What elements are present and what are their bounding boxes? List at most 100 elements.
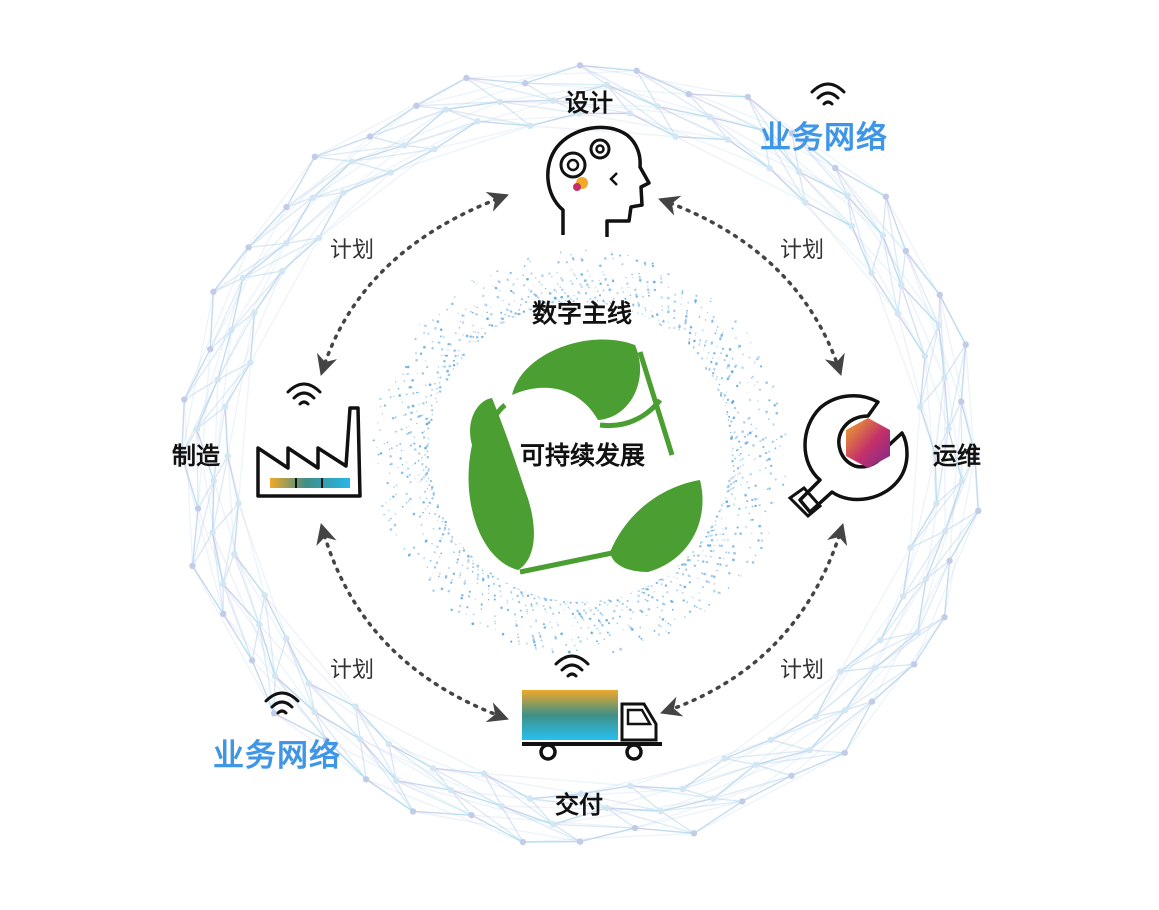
halo-particle (398, 388, 400, 390)
halo-particle (587, 270, 589, 272)
halo-particle (731, 460, 733, 462)
halo-particle (422, 512, 424, 514)
halo-particle (421, 478, 423, 480)
halo-particle (709, 368, 711, 370)
halo-particle (755, 554, 757, 556)
mesh-node (431, 146, 437, 152)
halo-particle (668, 287, 669, 288)
mesh-node (261, 592, 267, 598)
halo-particle (684, 328, 687, 331)
mesh-node (577, 838, 583, 844)
mesh-node (936, 322, 942, 328)
halo-particle (767, 488, 768, 489)
halo-particle (518, 636, 519, 637)
halo-particle (679, 329, 680, 330)
halo-particle (427, 488, 428, 489)
halo-particle (746, 561, 748, 563)
halo-particle (472, 312, 474, 314)
halo-particle (687, 302, 689, 304)
halo-particle (390, 518, 392, 520)
halo-particle (649, 609, 651, 611)
halo-particle (447, 532, 449, 534)
halo-particle (612, 617, 614, 619)
halo-particle (668, 623, 670, 625)
halo-particle (466, 613, 467, 614)
halo-particle (442, 534, 443, 535)
halo-particle (689, 581, 691, 583)
halo-particle (467, 555, 470, 558)
halo-particle (472, 566, 474, 568)
halo-particle (462, 315, 465, 318)
halo-particle (667, 297, 670, 300)
halo-particle (408, 554, 411, 557)
halo-particle (559, 604, 561, 606)
mesh-node (832, 165, 838, 171)
halo-particle (734, 366, 736, 368)
wifi-icon (556, 656, 588, 676)
halo-particle (495, 629, 497, 631)
mesh-link (252, 660, 274, 713)
halo-particle (432, 590, 434, 592)
halo-particle (645, 588, 648, 591)
halo-particle (554, 289, 556, 291)
halo-particle (431, 347, 433, 349)
halo-particle (754, 385, 755, 386)
halo-particle (544, 608, 546, 610)
halo-particle (716, 376, 717, 377)
halo-particle (656, 599, 658, 601)
halo-particle (768, 532, 769, 533)
halo-particle (394, 416, 396, 418)
halo-particle (584, 279, 587, 282)
mesh-node (316, 235, 322, 241)
halo-particle (418, 323, 420, 325)
halo-particle (467, 567, 469, 569)
halo-particle (438, 342, 440, 344)
mesh-node (872, 665, 878, 671)
halo-particle (402, 401, 404, 403)
halo-particle (730, 488, 733, 491)
halo-particle (712, 535, 713, 536)
halo-particle (772, 423, 774, 425)
halo-particle (462, 564, 464, 566)
halo-particle (645, 310, 646, 311)
halo-particle (456, 562, 458, 564)
halo-particle (760, 440, 762, 442)
halo-particle (431, 389, 433, 391)
halo-particle (471, 341, 473, 343)
halo-particle (392, 495, 394, 497)
halo-particle (750, 342, 751, 343)
halo-particle (532, 635, 534, 637)
mesh-node (959, 478, 965, 484)
halo-particle (619, 255, 621, 257)
halo-particle (472, 623, 473, 624)
halo-particle (578, 637, 580, 639)
halo-particle (423, 332, 425, 334)
halo-particle (413, 436, 415, 438)
halo-particle (695, 299, 697, 301)
halo-particle (527, 611, 528, 612)
halo-particle (603, 601, 604, 602)
halo-particle (749, 399, 752, 402)
halo-particle (580, 627, 582, 629)
halo-particle (585, 612, 587, 614)
halo-particle (426, 423, 428, 425)
mesh-node (922, 353, 928, 359)
halo-particle (422, 414, 424, 416)
halo-particle (571, 639, 573, 641)
mesh-node (272, 673, 278, 679)
halo-particle (589, 275, 590, 276)
mesh-link (713, 710, 845, 798)
halo-particle (450, 540, 452, 542)
halo-particle (731, 493, 733, 495)
halo-particle (432, 319, 434, 321)
halo-particle (439, 382, 441, 384)
halo-particle (626, 606, 628, 608)
halo-particle (442, 516, 443, 517)
halo-particle (443, 360, 445, 362)
halo-particle (731, 435, 733, 437)
halo-particle (701, 572, 703, 574)
halo-particle (568, 606, 570, 608)
halo-particle (752, 561, 754, 563)
mesh-node (195, 505, 201, 511)
halo-particle (572, 613, 574, 615)
